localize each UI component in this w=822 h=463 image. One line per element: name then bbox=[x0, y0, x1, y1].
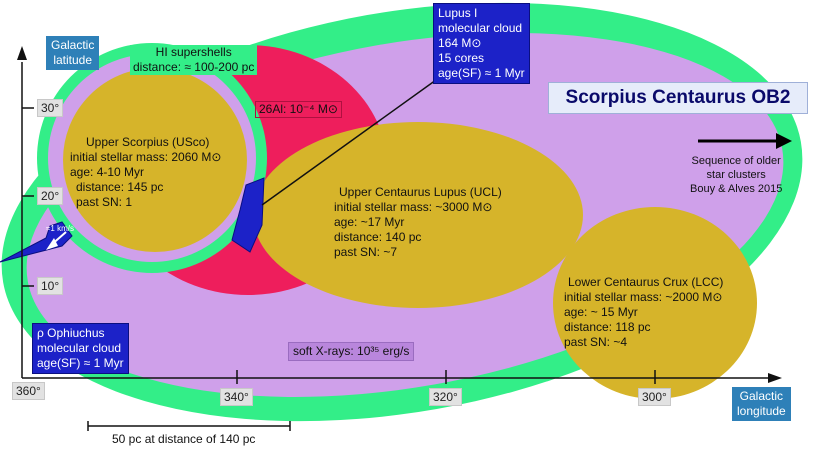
ucl-line1: Upper Centaurus Lupus (UCL) bbox=[339, 185, 502, 199]
x-tick-label-340: 340° bbox=[220, 388, 253, 406]
lupus-i-box: Lupus I molecular cloud 164 M⊙ 15 cores … bbox=[433, 3, 530, 84]
ucl-cluster bbox=[253, 122, 583, 308]
velocity-arrowhead bbox=[46, 238, 58, 250]
x-tick-label-300: 300° bbox=[638, 388, 671, 406]
lcc-line2: initial stellar mass: ~2000 M⊙ bbox=[564, 290, 723, 304]
usco-line1: Upper Scorpius (USco) bbox=[86, 135, 210, 149]
lcc-cluster bbox=[553, 207, 757, 399]
hi-supershells-line1: HI supershells bbox=[155, 45, 232, 59]
al26-label: 26Al: 10⁻⁴ M⊙ bbox=[255, 101, 342, 118]
y-tick-label-20: 20° bbox=[37, 187, 64, 205]
ucl-label: Upper Centaurus Lupus (UCL) initial stel… bbox=[334, 185, 502, 260]
lcc-line1: Lower Centaurus Crux (LCC) bbox=[568, 275, 724, 289]
usco-line4: distance: 145 pc bbox=[76, 180, 164, 194]
usco-line5: past SN: 1 bbox=[76, 195, 133, 209]
y-axis-title-line2: latitude bbox=[53, 53, 93, 67]
sequence-line3: Bouy & Alves 2015 bbox=[690, 183, 783, 195]
lupus-line4: 15 cores bbox=[438, 51, 485, 65]
ophiuchus-line3: age(SF) ≈ 1 Myr bbox=[37, 356, 124, 370]
x-tick-label-320: 320° bbox=[429, 388, 462, 406]
lupus-line3: 164 M⊙ bbox=[438, 36, 482, 50]
x-axis-title-line2: longitude bbox=[737, 404, 786, 418]
ucl-line5: past SN: ~7 bbox=[334, 245, 398, 259]
x-axis-arrowhead bbox=[768, 373, 782, 383]
ophiuchus-box: ρ Ophiuchus molecular cloud age(SF) ≈ 1 … bbox=[32, 323, 129, 374]
lcc-label: Lower Centaurus Crux (LCC) initial stell… bbox=[564, 275, 723, 350]
usco-line3: age: 4-10 Myr bbox=[70, 165, 145, 179]
lupus-pointer-line bbox=[261, 79, 437, 206]
x-tick-label-360: 360° bbox=[12, 382, 45, 400]
xray-label: soft X-rays: 10³⁵ erg/s bbox=[288, 342, 415, 361]
ophiuchus-line1: ρ Ophiuchus bbox=[37, 326, 105, 340]
lcc-line3: age: ~ 15 Myr bbox=[564, 305, 638, 319]
x-axis-title-line1: Galactic bbox=[739, 389, 784, 403]
x-axis-title: Galactic longitude bbox=[732, 387, 791, 421]
y-axis-arrowhead bbox=[17, 46, 27, 60]
scale-bar-label: 50 pc at distance of 140 pc bbox=[112, 432, 256, 446]
lupus-line1: Lupus I bbox=[438, 6, 478, 20]
velocity-label: ≈1 km/s bbox=[46, 224, 74, 233]
sequence-arrowhead bbox=[776, 133, 792, 149]
y-axis-title: Galactic latitude bbox=[46, 36, 100, 70]
ucl-line4: distance: 140 pc bbox=[334, 230, 422, 244]
lupus-line5: age(SF) ≈ 1 Myr bbox=[438, 66, 525, 80]
hi-supershells-line2: distance: ≈ 100-200 pc bbox=[133, 60, 255, 74]
lcc-line4: distance: 118 pc bbox=[564, 320, 651, 334]
lcc-line5: past SN: ~4 bbox=[564, 335, 628, 349]
usco-line2: initial stellar mass: 2060 M⊙ bbox=[70, 150, 222, 164]
y-tick-label-10: 10° bbox=[37, 277, 64, 295]
usco-cluster bbox=[63, 68, 247, 252]
y-axis-title-line1: Galactic bbox=[51, 38, 95, 52]
ophiuchus-cloud-shape bbox=[0, 221, 73, 263]
ucl-line2: initial stellar mass: ~3000 M⊙ bbox=[334, 200, 493, 214]
lupus-line2: molecular cloud bbox=[438, 21, 523, 35]
usco-label: Upper Scorpius (USco) initial stellar ma… bbox=[70, 135, 221, 210]
hi-supershells-label: HI supershells distance: ≈ 100-200 pc bbox=[130, 45, 258, 75]
y-tick-label-30: 30° bbox=[37, 99, 64, 117]
lupus-cloud-shape bbox=[231, 177, 265, 253]
sequence-line1: Sequence of older bbox=[691, 155, 781, 167]
ophiuchus-line2: molecular cloud bbox=[37, 341, 122, 355]
diagram-title: Scorpius Centaurus OB2 bbox=[548, 82, 808, 114]
sequence-label: Sequence of older star clusters Bouy & A… bbox=[690, 154, 782, 196]
sequence-line2: star clusters bbox=[706, 169, 766, 181]
ucl-line3: age: ~17 Myr bbox=[334, 215, 405, 229]
